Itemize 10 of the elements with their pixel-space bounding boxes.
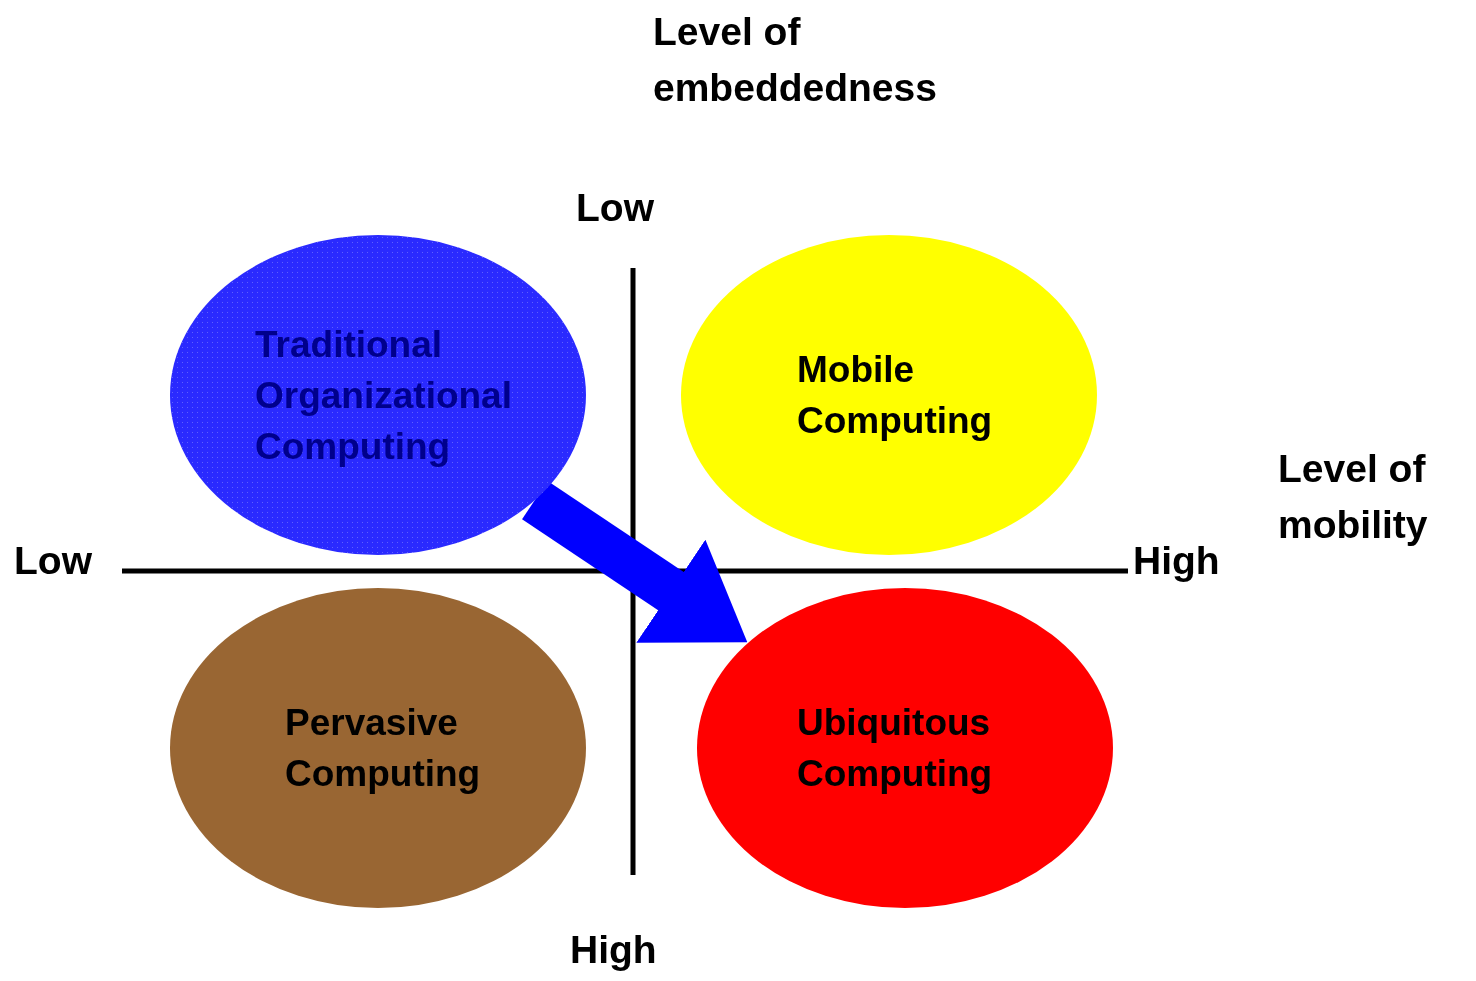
axis-label: High xyxy=(570,927,657,973)
node-label: Mobile Computing xyxy=(797,348,994,443)
node-label: Traditional Organizational Computing xyxy=(255,322,513,469)
axis-title: Level of embeddedness xyxy=(653,9,938,111)
node-label: Pervasive Computing xyxy=(285,701,482,796)
axis-label: Low xyxy=(14,538,92,584)
axis-title: Level of mobility xyxy=(1278,446,1429,548)
axis-label: High xyxy=(1133,538,1220,584)
axis-label: Low xyxy=(576,185,654,231)
node-label: Ubiquitous Computing xyxy=(797,701,994,796)
